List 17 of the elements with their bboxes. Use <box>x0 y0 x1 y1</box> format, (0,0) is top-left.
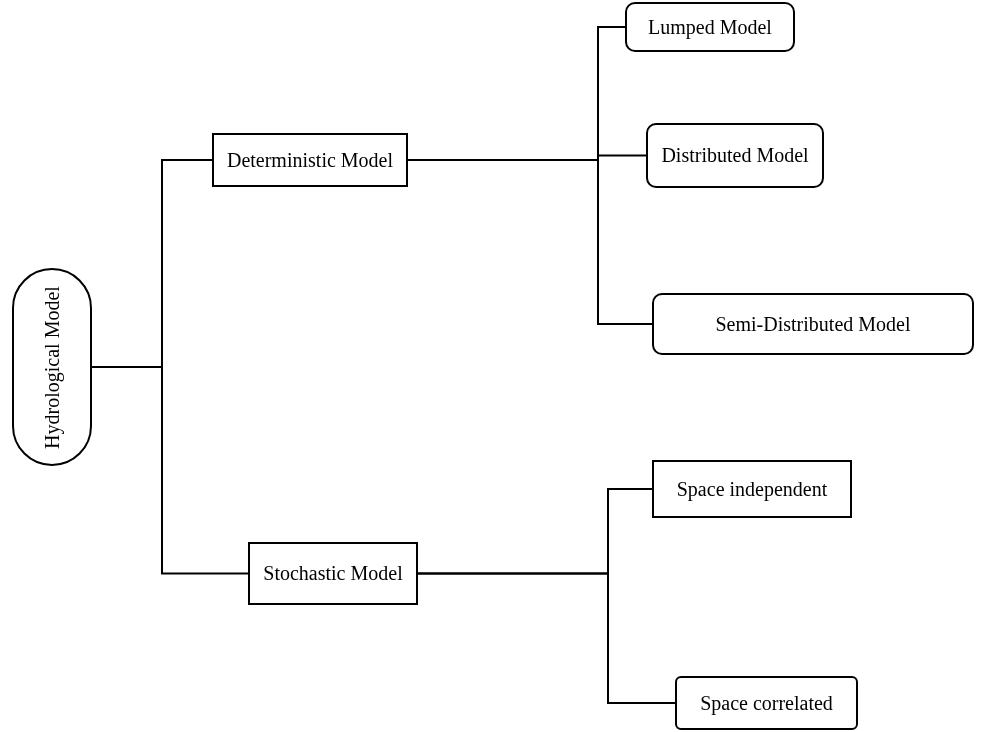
model-box <box>652 460 852 518</box>
connector-line <box>91 366 249 575</box>
node-label: Space independent <box>676 476 828 502</box>
node-label: Semi-Distributed Model <box>715 311 911 337</box>
model-box <box>652 293 974 355</box>
connector-line <box>417 572 676 704</box>
node-label: Distributed Model <box>661 143 809 168</box>
model-box <box>625 2 795 52</box>
node-label: Space correlated <box>700 690 833 716</box>
model-box <box>646 123 824 188</box>
model-box <box>212 133 408 187</box>
node-label: Hydrological Model <box>39 285 65 449</box>
model-box <box>248 542 418 605</box>
model-box <box>675 676 858 730</box>
node-label: Stochastic Model <box>263 561 403 586</box>
node-label: Deterministic Model <box>226 147 394 173</box>
node-label: Lumped Model <box>648 14 772 40</box>
